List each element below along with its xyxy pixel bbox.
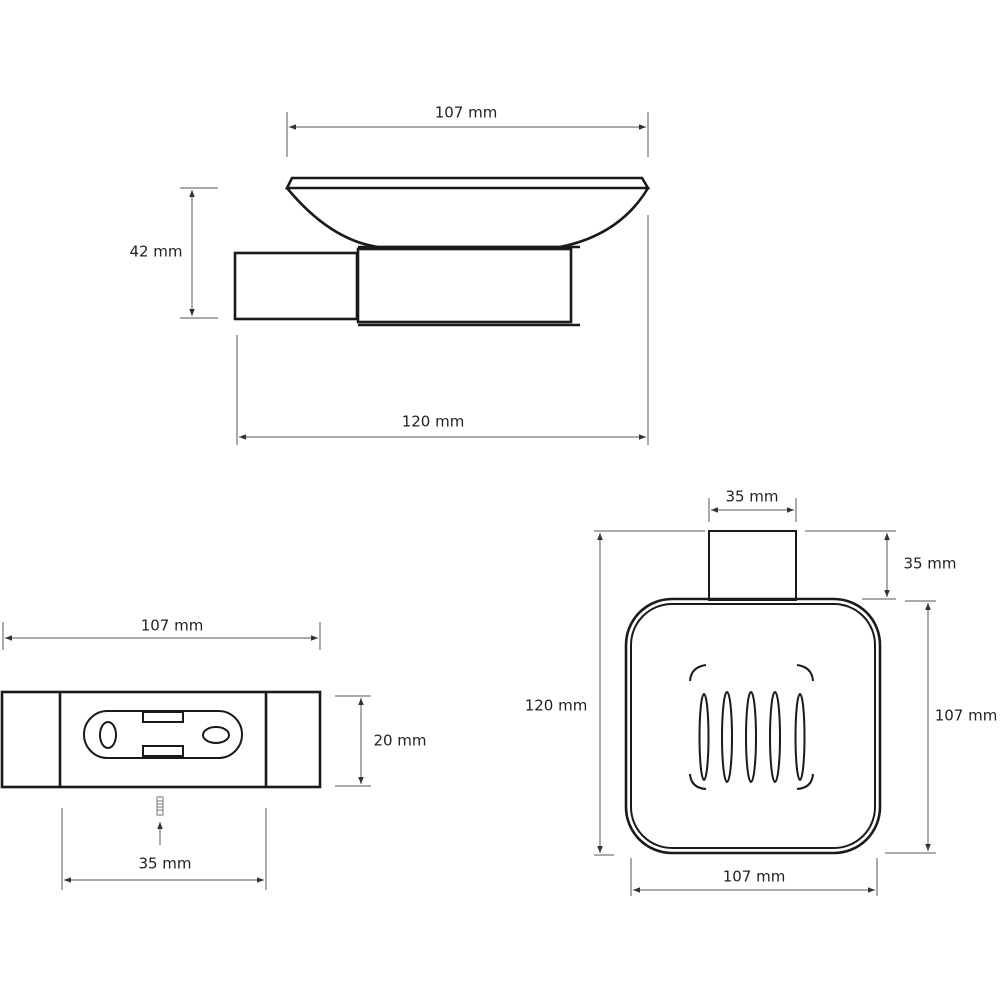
dimension-height: 42 mm bbox=[129, 187, 218, 319]
drain-slots bbox=[689, 664, 814, 790]
screw-hole bbox=[99, 721, 117, 749]
dimension-label: 20 mm bbox=[373, 732, 426, 750]
dish-inner-outline bbox=[630, 603, 876, 849]
dimension-width: 107 mm bbox=[630, 858, 878, 896]
dimension-label: 35 mm bbox=[903, 555, 956, 573]
dimension-label: 107 mm bbox=[723, 868, 786, 886]
wall-bracket bbox=[233, 251, 359, 321]
dimension-spacing: 35 mm bbox=[61, 808, 267, 890]
dimension-side: 107 mm bbox=[885, 600, 998, 854]
dimension-width: 107 mm bbox=[286, 104, 649, 157]
screw-icon bbox=[156, 796, 164, 816]
dimension-label: 107 mm bbox=[935, 707, 998, 725]
dimension-label: 120 mm bbox=[525, 697, 588, 715]
dish-outline bbox=[624, 597, 882, 855]
dimension-depth: 120 mm bbox=[525, 530, 705, 856]
dimension-depth: 120 mm bbox=[236, 215, 649, 445]
side-view: 107 mm 42 mm 120 mm bbox=[129, 104, 651, 445]
dimension-label: 35 mm bbox=[138, 855, 191, 873]
top-view: 35 mm 35 mm 120 mm 107 mm 107 mm bbox=[525, 488, 998, 896]
holder-ring bbox=[356, 247, 573, 324]
bracket-tab bbox=[708, 530, 797, 601]
dimension-label: 120 mm bbox=[402, 413, 465, 431]
screw-hole bbox=[202, 726, 230, 744]
dimension-height: 20 mm bbox=[335, 695, 427, 787]
dimension-bracket-width: 35 mm bbox=[708, 488, 797, 522]
dimension-bracket-depth: 35 mm bbox=[805, 530, 957, 600]
dimension-width: 107 mm bbox=[2, 617, 321, 650]
dimension-label: 42 mm bbox=[129, 243, 182, 261]
dimension-label: 107 mm bbox=[141, 617, 204, 635]
mount-plate bbox=[0, 690, 322, 789]
dimension-label: 107 mm bbox=[435, 104, 498, 122]
dimension-label: 35 mm bbox=[725, 488, 778, 506]
soap-dish-bowl bbox=[284, 176, 651, 249]
mount-view: 107 mm 20 mm 35 mm bbox=[0, 617, 427, 890]
